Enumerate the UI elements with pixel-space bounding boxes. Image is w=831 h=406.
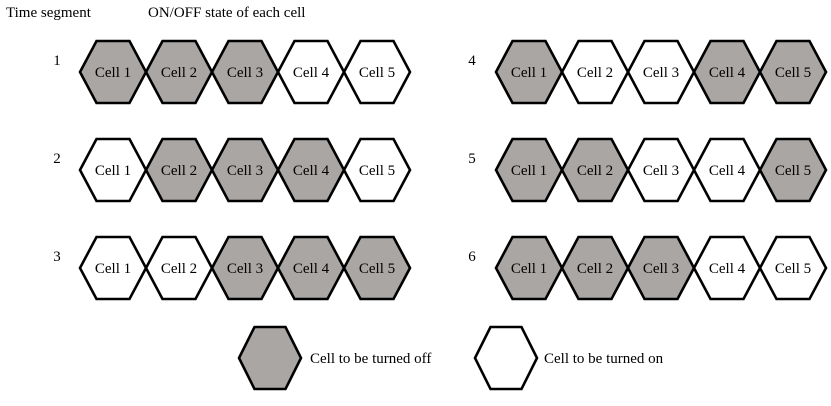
- cell-hexagon-off: [494, 39, 564, 105]
- cell-hexagon-on: [144, 235, 214, 301]
- cell-hexagon-on: [276, 39, 346, 105]
- time-segment-header: Time segment: [6, 5, 92, 21]
- cell-label: Cell 2: [577, 65, 613, 81]
- cell-label: Cell 3: [643, 65, 679, 81]
- legend-on-hexagon: [473, 325, 539, 391]
- cell-label: Cell 2: [161, 261, 197, 277]
- legend-off-label: Cell to be turned off: [310, 351, 431, 367]
- cell-label: Cell 2: [577, 163, 613, 179]
- cell-label: Cell 3: [227, 261, 263, 277]
- legend-on-label: Cell to be turned on: [544, 351, 664, 367]
- cell-hexagon-off: [144, 39, 214, 105]
- cell-label: Cell 5: [775, 65, 811, 81]
- cell-label: Cell 1: [511, 261, 547, 277]
- cell-label: Cell 1: [95, 65, 131, 81]
- cell-hexagon-on: [626, 39, 696, 105]
- cell-label: Cell 4: [293, 261, 330, 277]
- cell-hexagon-off: [626, 235, 696, 301]
- cell-label: Cell 5: [359, 163, 395, 179]
- cell-label: Cell 4: [709, 163, 746, 179]
- cell-label: Cell 4: [293, 163, 330, 179]
- cell-hexagon-off: [560, 137, 630, 203]
- cell-hexagon-off: [144, 137, 214, 203]
- cell-hexagon-off: [560, 235, 630, 301]
- cell-label: Cell 5: [775, 261, 811, 277]
- cell-hexagon-off: [210, 235, 280, 301]
- cell-label: Cell 2: [161, 65, 197, 81]
- cell-hexagon-on: [692, 137, 762, 203]
- cell-label: Cell 1: [511, 65, 547, 81]
- cell-label: Cell 1: [511, 163, 547, 179]
- cell-label: Cell 5: [775, 163, 811, 179]
- segment-number: 5: [468, 151, 476, 167]
- cell-label: Cell 2: [577, 261, 613, 277]
- cell-label: Cell 3: [643, 163, 679, 179]
- cell-label: Cell 4: [293, 65, 330, 81]
- cell-label: Cell 1: [95, 261, 131, 277]
- cell-hexagon-on: [626, 137, 696, 203]
- cell-hexagon-on: [560, 39, 630, 105]
- segment-number: 6: [468, 249, 476, 265]
- legend: Cell to be turned off Cell to be turned …: [237, 325, 664, 391]
- cell-hexagon-off: [342, 235, 412, 301]
- cell-hexagon-off: [758, 137, 828, 203]
- cell-hexagon-off: [276, 235, 346, 301]
- cell-label: Cell 3: [227, 65, 263, 81]
- cell-hexagon-on: [758, 235, 828, 301]
- cell-hexagon-off: [494, 235, 564, 301]
- cell-label: Cell 5: [359, 65, 395, 81]
- cell-hexagon-off: [494, 137, 564, 203]
- cell-label: Cell 3: [643, 261, 679, 277]
- cell-label: Cell 4: [709, 261, 746, 277]
- segment-number: 3: [53, 249, 61, 265]
- cell-label: Cell 4: [709, 65, 746, 81]
- cell-label: Cell 5: [359, 261, 395, 277]
- segment-number: 4: [468, 53, 476, 69]
- cell-label: Cell 2: [161, 163, 197, 179]
- cell-hexagon-off: [210, 39, 280, 105]
- cell-hexagon-off: [78, 39, 148, 105]
- segment-number: 1: [53, 53, 61, 69]
- cell-hexagon-off: [210, 137, 280, 203]
- cell-label: Cell 1: [95, 163, 131, 179]
- cell-hexagon-on: [78, 137, 148, 203]
- cell-hexagon-off: [276, 137, 346, 203]
- cell-hexagon-on: [78, 235, 148, 301]
- cell-hexagon-on: [342, 137, 412, 203]
- cell-hexagon-off: [692, 39, 762, 105]
- legend-off-hexagon: [237, 325, 303, 391]
- segment-number: 2: [53, 151, 61, 167]
- cell-hexagon-off: [758, 39, 828, 105]
- state-title-header: ON/OFF state of each cell: [148, 5, 305, 21]
- cell-hexagon-on: [342, 39, 412, 105]
- cell-label: Cell 3: [227, 163, 263, 179]
- cell-hexagon-on: [692, 235, 762, 301]
